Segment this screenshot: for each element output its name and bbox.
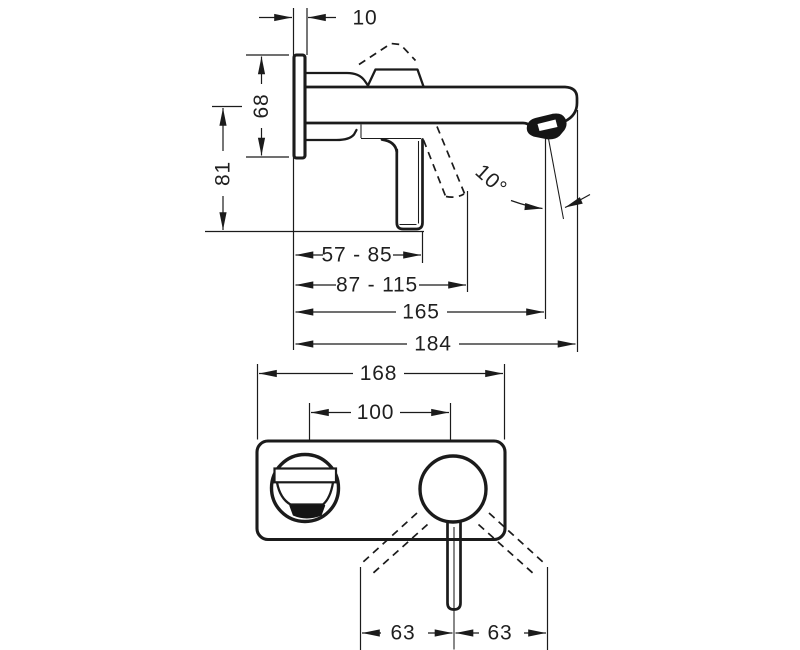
side-extension-lines [205,8,579,352]
lever-handle-inner-lines [399,141,420,226]
angle-arrow-right [564,193,591,209]
handle-rosette-front [418,454,488,524]
wall-plate-side [292,53,307,160]
stream-angle-line [547,135,565,220]
front-view: 168 100 63 [255,362,549,650]
lever-handle-open-dashed [422,126,466,198]
dimension-label-plate-width: 168 [360,362,397,385]
dim-plate-depth: 10 [259,7,377,30]
lever-fillet [380,138,399,154]
spout-bottom-outline [304,121,531,127]
dimension-label-aerator-reach: 165 [402,301,439,324]
dimension-label-swing-right: 63 [488,622,513,645]
side-view: 10° 10 68 81 57 - 85 87 - 115 [205,7,591,356]
dim-total-reach: 184 [295,333,576,356]
spout-front-bowl [275,481,335,506]
dim-aerator-reach: 165 [295,301,545,324]
dimension-label-plate-depth: 10 [353,7,378,30]
dim-plate-height: 68 [250,56,273,156]
mixer-housing-bottom [304,128,358,142]
dim-handle-reach: 57 - 85 [295,244,422,267]
dimension-label-plate-height: 68 [250,94,273,119]
lever-cap [366,68,425,88]
dim-handle-drop: 81 [212,107,235,231]
dimension-label-total-reach: 184 [414,333,451,356]
aerator-slot [537,119,558,131]
dimension-label-centers-distance: 100 [357,401,394,424]
dim-swing-left: 63 [361,622,453,645]
spout-front-band [273,467,338,484]
angle-arrow-left [510,199,543,211]
dim-swing-right: 63 [455,622,547,645]
dimension-label-stream-angle: 10° [471,160,512,200]
stream-angle-annotation: 10° [471,135,591,220]
dimension-label-swing-left: 63 [391,622,416,645]
dimension-label-handle-reach: 57 - 85 [322,244,393,267]
lever-cap-raised-dashed [358,42,417,66]
dimension-label-handle-drop: 81 [212,161,235,186]
spout-top-outline [304,85,579,123]
dim-centers-distance: 100 [310,401,450,424]
cartridge-step-lines [360,124,421,140]
aerator-front [289,504,326,519]
dimension-label-handle-reach-open: 87 - 115 [336,274,418,297]
lever-handle-side [395,138,424,231]
mixer-housing-top [304,71,370,87]
handle-pin-front [446,520,462,611]
dim-plate-width: 168 [258,362,504,385]
dim-handle-reach-open: 87 - 115 [295,274,467,297]
faucet-front-profile [255,439,546,650]
faucet-side-profile [292,42,579,231]
front-extension-lines [256,364,549,650]
